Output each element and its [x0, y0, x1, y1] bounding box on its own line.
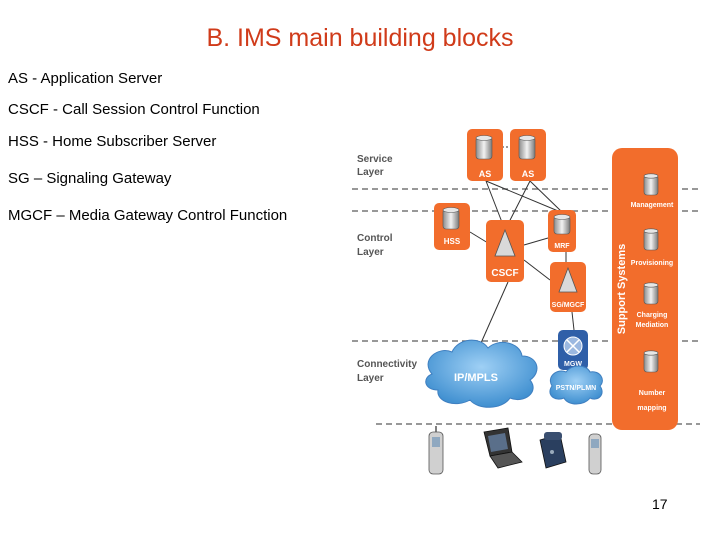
number-mapping-label-1: Number	[639, 390, 666, 397]
mrf-label: MRF	[554, 243, 570, 250]
page-number: 17	[652, 496, 668, 512]
mobile-phone-icon-2	[588, 433, 602, 475]
charging-database-icon	[643, 282, 659, 305]
number-mapping-label-2: mapping	[637, 405, 666, 412]
management-database-icon	[643, 173, 659, 196]
as-node-1: AS	[467, 129, 503, 181]
desk-phone-icon	[539, 432, 567, 469]
control-layer-label-2: Layer	[357, 247, 384, 258]
definition-cscf: CSCF - Call Session Control Function	[8, 101, 260, 118]
hss-node: HSS	[434, 203, 470, 250]
sg-mgcf-label: SG/MGCF	[552, 302, 585, 309]
connection-lines	[469, 146, 575, 353]
hss-label: HSS	[444, 237, 461, 246]
pstn-plmn-cloud: PSTN/PLMN	[549, 365, 603, 405]
definition-mgcf: MGCF – Media Gateway Control Function	[8, 207, 288, 224]
mrf-node: MRF	[548, 210, 576, 252]
cscf-node: CSCF	[486, 220, 524, 282]
definition-as: AS - Application Server	[8, 70, 163, 87]
as-node-2: AS	[510, 129, 546, 181]
service-layer-label-1: Service	[357, 154, 393, 165]
pstn-plmn-label: PSTN/PLMN	[556, 385, 596, 392]
mgw-node: MGW	[558, 330, 588, 370]
number-mapping-database-icon	[643, 350, 659, 373]
slide-title: B. IMS main building blocks	[206, 24, 514, 52]
definition-hss: HSS - Home Subscriber Server	[8, 133, 217, 150]
charging-label-1: Charging	[637, 312, 668, 319]
provisioning-database-icon	[643, 228, 659, 251]
sg-mgcf-node: SG/MGCF	[550, 262, 586, 312]
mgw-label: MGW	[564, 361, 582, 368]
connectivity-layer-label-1: Connectivity	[357, 359, 417, 370]
support-systems-panel: Support Systems Management Provisioning …	[612, 148, 678, 430]
support-systems-title: Support Systems	[616, 244, 628, 334]
service-layer-label-2: Layer	[357, 167, 384, 178]
definition-sg: SG – Signaling Gateway	[8, 170, 172, 187]
charging-label-2: Mediation	[636, 322, 669, 329]
ip-mpls-label: IP/MPLS	[454, 372, 498, 384]
provisioning-label: Provisioning	[631, 260, 673, 267]
as-label-2: AS	[522, 169, 535, 179]
management-label: Management	[631, 202, 674, 209]
control-layer-label-1: Control	[357, 233, 393, 244]
cscf-label: CSCF	[491, 268, 518, 279]
mobile-phone-icon	[428, 426, 444, 475]
laptop-icon	[483, 427, 523, 469]
connectivity-layer-label-2: Layer	[357, 373, 384, 384]
ip-mpls-cloud: IP/MPLS	[425, 339, 538, 408]
as-label-1: AS	[479, 169, 492, 179]
